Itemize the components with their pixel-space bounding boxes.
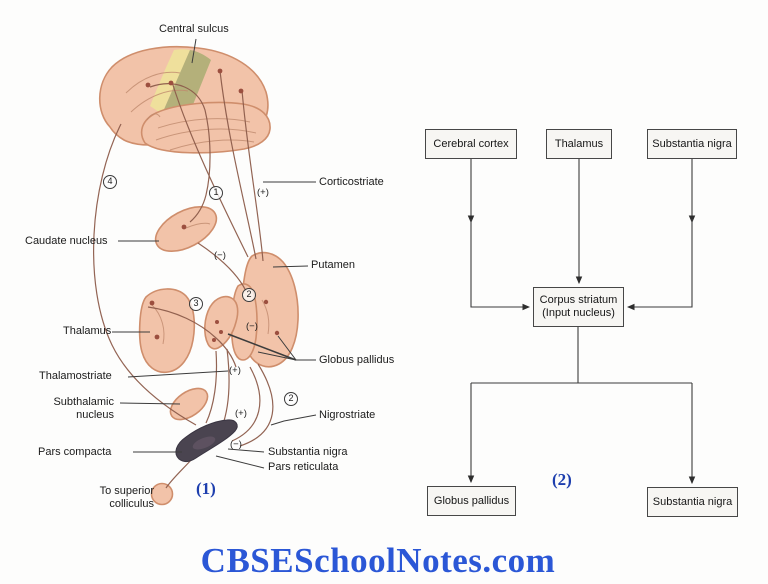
label-pars-reticulata: Pars reticulata xyxy=(268,461,339,473)
label-subthalamic-line2: nucleus xyxy=(76,409,114,421)
label-putamen: Putamen xyxy=(311,259,356,271)
box-globus-pallidus: Globus pallidus xyxy=(427,486,516,516)
box-cerebral-cortex: Cerebral cortex xyxy=(425,129,517,159)
thalamostriate-fiber xyxy=(147,306,237,368)
label-globus-pallidus: Globus pallidus xyxy=(319,354,395,366)
leader-gp-fan-1 xyxy=(227,333,297,361)
substantia-nigra-highlight xyxy=(192,436,216,450)
sign-plus-nigrostriate: (+) xyxy=(235,408,247,419)
sign-minus-caudate: (−) xyxy=(214,250,226,261)
label-to-superior-line1: To superior xyxy=(99,485,154,497)
fiber-1-corticocaudate xyxy=(149,83,211,223)
sign-minus-nigral: (−) xyxy=(230,439,242,450)
sign-minus-pallidal: (−) xyxy=(246,321,258,332)
nigrostriate-fiber-a xyxy=(239,363,274,447)
circled-number-1: 1 xyxy=(209,186,223,200)
colliculus-fiber xyxy=(165,458,193,489)
label-to-superior-line2: colliculus xyxy=(109,498,154,510)
leader-subthalamic xyxy=(119,402,181,405)
leader-substantia-nigra xyxy=(227,448,265,453)
leader-gp-fan-2 xyxy=(257,351,297,361)
leader-gp-fan-3 xyxy=(277,335,297,361)
leader-lines xyxy=(112,38,317,469)
nigrostriate-fiber-b xyxy=(231,366,261,442)
box-globus-pallidus-label: Globus pallidus xyxy=(433,494,510,507)
box-substantia-nigra-top-label: Substantia nigra xyxy=(652,137,732,150)
circled-number-4: 4 xyxy=(103,175,117,189)
label-subthalamic-line1: Subthalamic xyxy=(53,396,114,408)
label-to-superior-colliculus: To superior colliculus xyxy=(84,485,154,511)
label-pars-compacta: Pars compacta xyxy=(38,446,112,458)
fiber-4-cortex-loop xyxy=(93,123,197,426)
circled-number-3: 3 xyxy=(189,297,203,311)
figure-1-basal-ganglia-anatomy: Central sulcus Corticostriate Caudate nu… xyxy=(25,23,395,511)
label-substantia-nigra: Substantia nigra xyxy=(268,446,348,458)
circled-number-2a: 2 xyxy=(242,288,256,302)
box-corpus-striatum-line1: Corpus striatum xyxy=(539,294,618,306)
pallidal-fiber-b xyxy=(205,350,218,424)
label-thalamus: Thalamus xyxy=(63,325,112,337)
central-sulcus-green-band xyxy=(162,50,211,122)
synapse-dots xyxy=(145,68,280,342)
leader-nigrostriate xyxy=(270,414,317,426)
corticostriate-fiber-a xyxy=(171,81,249,258)
pallidal-fiber-a xyxy=(221,348,230,428)
corticostriate-fiber-b xyxy=(219,70,257,260)
figure-1-caption: (1) xyxy=(196,479,216,498)
caudate-nucleus-shape xyxy=(154,206,218,252)
leader-putamen xyxy=(272,265,309,268)
gyri-lines xyxy=(125,71,270,345)
box-thalamus-label: Thalamus xyxy=(554,137,604,150)
arrow-nigra-to-striatum xyxy=(626,219,693,311)
watermark-text: CBSESchoolNotes.com xyxy=(200,541,556,580)
brain-shapes xyxy=(99,45,299,506)
sign-plus-thalamostriate: (+) xyxy=(229,365,241,376)
box-corpus-striatum: Corpus striatum (Input nucleus) xyxy=(533,287,624,327)
thalamus-shape xyxy=(138,288,196,374)
fiber-tracts xyxy=(93,70,274,489)
box-cerebral-cortex-label: Cerebral cortex xyxy=(433,137,509,150)
label-central-sulcus: Central sulcus xyxy=(159,23,229,35)
box-substantia-nigra-top: Substantia nigra xyxy=(647,129,737,159)
corticostriate-fiber-c xyxy=(241,89,264,262)
label-corticostriate: Corticostriate xyxy=(319,176,384,188)
leader-thalamostriate xyxy=(127,370,229,378)
box-substantia-nigra-bottom-label: Substantia nigra xyxy=(652,495,733,508)
figure-2-flowchart: Cerebral cortex Thalamus Substantia nigr… xyxy=(400,0,768,584)
box-thalamus: Thalamus xyxy=(546,129,612,159)
box-substantia-nigra-bottom: Substantia nigra xyxy=(647,487,738,517)
figure-2-caption: (2) xyxy=(552,470,572,489)
circled-number-2b: 2 xyxy=(284,392,298,406)
caudate-putamen-fiber xyxy=(197,242,247,292)
label-subthalamic-nucleus: Subthalamic nucleus xyxy=(44,396,114,422)
label-nigrostriate: Nigrostriate xyxy=(319,409,376,421)
leader-pars-reticulata xyxy=(215,455,265,469)
flowchart-arrows xyxy=(467,159,696,485)
superior-colliculus-shape xyxy=(150,482,174,506)
sign-plus-corticostriate: (+) xyxy=(257,187,269,198)
leader-central-sulcus xyxy=(191,38,197,64)
label-caudate-nucleus: Caudate nucleus xyxy=(25,235,108,247)
box-corpus-striatum-line2: (Input nucleus) xyxy=(542,307,615,319)
arrow-cortex-to-striatum xyxy=(470,219,531,311)
subthalamic-nucleus-shape xyxy=(169,387,209,421)
anatomy-drawing xyxy=(93,38,317,506)
label-thalamostriate: Thalamostriate xyxy=(39,370,112,382)
